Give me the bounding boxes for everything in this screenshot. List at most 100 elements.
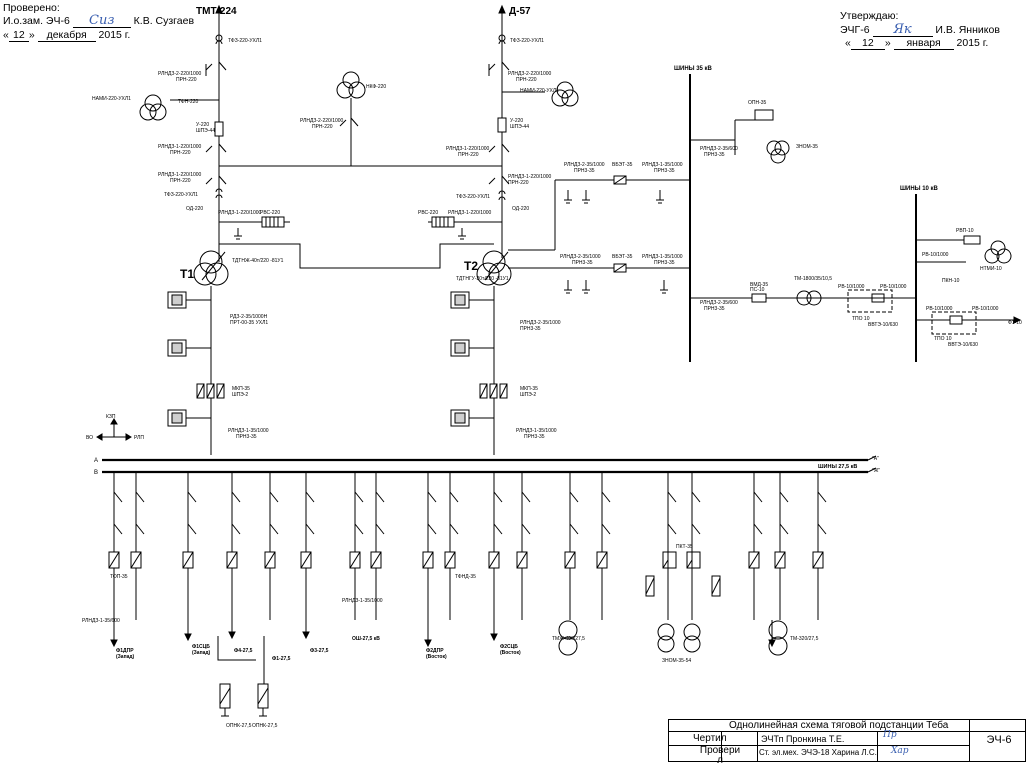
ground-icon [564, 190, 572, 204]
disconnector-icon [375, 523, 385, 535]
approve-role: ЭЧГ-6 [840, 24, 870, 36]
outgoing-arrow-icon [228, 631, 236, 640]
disconnector-icon [269, 523, 279, 535]
disconnector-icon [449, 523, 459, 535]
label-u220: У-220 [196, 122, 209, 128]
label-rlndz-1-220-od: РЛНДЗ-1-220/1000 [218, 210, 262, 216]
checker-signature: Хар [891, 746, 909, 756]
disconnector-icon [354, 523, 364, 535]
label-od-220: ОД-220 [186, 206, 203, 212]
phase-a-label: "А" [872, 456, 879, 462]
voltage-transformer-icon [342, 71, 360, 89]
current-transformer-block-icon [167, 291, 187, 427]
checked-role: И.о.зам. ЭЧ-6 [3, 15, 70, 27]
disconnector-icon [667, 523, 677, 535]
label-prn-220d: ПРН-220 [458, 152, 479, 158]
label-rlndz-1-220: РЛНДЗ-1-220/1000 [158, 144, 202, 150]
disconnector-icon [113, 523, 123, 535]
disconnector-icon [817, 491, 827, 503]
switchgear-frame [931, 311, 977, 335]
label-f1-27: Ф1-27,5 [272, 656, 291, 662]
label-kzp: КЗП [106, 414, 116, 420]
disconnector-icon [488, 143, 510, 153]
disconnector-icon [569, 523, 579, 535]
line-d57-label: Д-57 [509, 6, 531, 17]
transformer-tm1800-icon [796, 290, 812, 306]
label-tfz1: ТФЗ-220-УХЛ1 [228, 38, 262, 44]
label-rv-10-1000d: РВ-10/1000 [926, 306, 953, 312]
label-tfz1-right: ТФЗ-220-УХЛ1 [510, 38, 544, 44]
disconnector-icon [135, 523, 145, 535]
disconnector-icon [205, 175, 227, 185]
switchgear-frame [847, 289, 893, 313]
stamp-draw-label: Чертил [693, 733, 727, 744]
label-f1dpr: Ф1ДПР [116, 648, 134, 654]
label-tdtnzh2: ТДТНГУ-20т/220 -81У1 [456, 276, 509, 282]
label-rv-10-1000c: РВ-10/1000 [922, 252, 949, 258]
surge-arrester-icon [214, 121, 224, 137]
disconnector-icon [187, 491, 197, 503]
label-rlndz-1-35: РЛНДЗ-1-35/1000 [228, 428, 269, 434]
disconnector-icon [691, 523, 701, 535]
label-rlndz-2-220: РЛНДЗ-2-220/1000 [158, 71, 202, 77]
fuse-icon [751, 293, 767, 303]
disconnector-icon [427, 523, 437, 535]
label-prn-35b: ПРН3-35 [236, 434, 257, 440]
label-opnk-27b: ОПНК-27,5 [252, 723, 278, 729]
label-shpz44: ШПЭ-44 [196, 128, 215, 134]
label-prn-center: ПРН-220 [312, 124, 333, 130]
disconnector-icon [269, 491, 279, 503]
label-shpe-2: ШПЭ-2 [232, 392, 248, 398]
current-transformer-icon [498, 34, 506, 45]
label-tmzh-400: ТМЖ-400/27,5 [552, 636, 585, 642]
label-tm-320: ТМ-320/27,5 [790, 636, 819, 642]
label-tm-1800: ТМ-1800/35/10,5 [794, 276, 832, 282]
disconnector-icon [817, 523, 827, 535]
label-znom-35: ЗНОМ-35 [796, 144, 818, 150]
current-transformer-icon [215, 188, 223, 199]
label-rlndz-1-35-1000: РЛНДЗ-1-35/1000 [642, 162, 683, 168]
voltage-transformer-icon [657, 623, 675, 641]
outgoing-arrow-icon [302, 631, 310, 640]
fuse-icon [667, 551, 677, 569]
label-prn-220c: ПРН-220 [170, 178, 191, 184]
label-pkt-35: ПКТ-35 [676, 544, 693, 550]
disconnector-icon [601, 491, 611, 503]
disconnector-icon [427, 491, 437, 503]
label-mkp-35: МКП-35 [232, 386, 250, 392]
label-shpz44-right: ШПЭ-44 [510, 124, 529, 130]
label-vbet-35: ВБЭТ-35 [612, 162, 633, 168]
transformer-t1-icon [199, 250, 223, 274]
fuse-icon [691, 551, 701, 569]
fuse-icon [963, 235, 981, 245]
label-vvtz-10: ВВТЭ-10/630 [868, 322, 898, 328]
label-prn-220b: ПРН-220 [170, 150, 191, 156]
label-f4-27: Ф4-27,5 [234, 648, 253, 654]
transformer-icon [558, 620, 578, 640]
drawer-signature: Пр [883, 730, 897, 740]
label-osh-27: ОШ-27,5 кВ [352, 636, 380, 642]
voltage-transformer-icon [766, 140, 782, 156]
disconnector-icon [305, 523, 315, 535]
approve-date: «12» января 2015 г. [845, 37, 989, 50]
label-ntmi-10: НТМИ-10 [980, 266, 1002, 272]
arrow-up-icon [110, 418, 118, 425]
label-f1-10: Ф1-10 [1008, 320, 1022, 326]
label-tfz1-b: ТФЗ-220-УХЛ1 [164, 192, 198, 198]
ground-icon [582, 280, 590, 294]
label-prn-35d: ПРН3-35 [574, 168, 595, 174]
label-tfn-220: ТФН-220 [178, 99, 199, 105]
checked-date: «12» декабря 2015 г. [3, 29, 131, 42]
disconnector-icon [231, 523, 241, 535]
breaker-mkp-icon [196, 383, 225, 399]
checked-name: К.В. Сузгаев [133, 15, 195, 27]
label-ps-10: ПС-10 [750, 287, 765, 293]
label-rdz-35: РДЗ-2-35/1000Н [230, 314, 268, 320]
label-prn-220e: ПРН-220 [508, 180, 529, 186]
approve-signature-line: ЭЧГ-6 Як И.В. Янников [840, 23, 1000, 37]
label-rv-10-1000: РВ-10/1000 [838, 284, 865, 290]
voltage-transformer-icon [990, 240, 1006, 256]
label-f1sczb: Ф1СЦБ [192, 644, 210, 650]
current-transformer-icon [498, 190, 506, 201]
